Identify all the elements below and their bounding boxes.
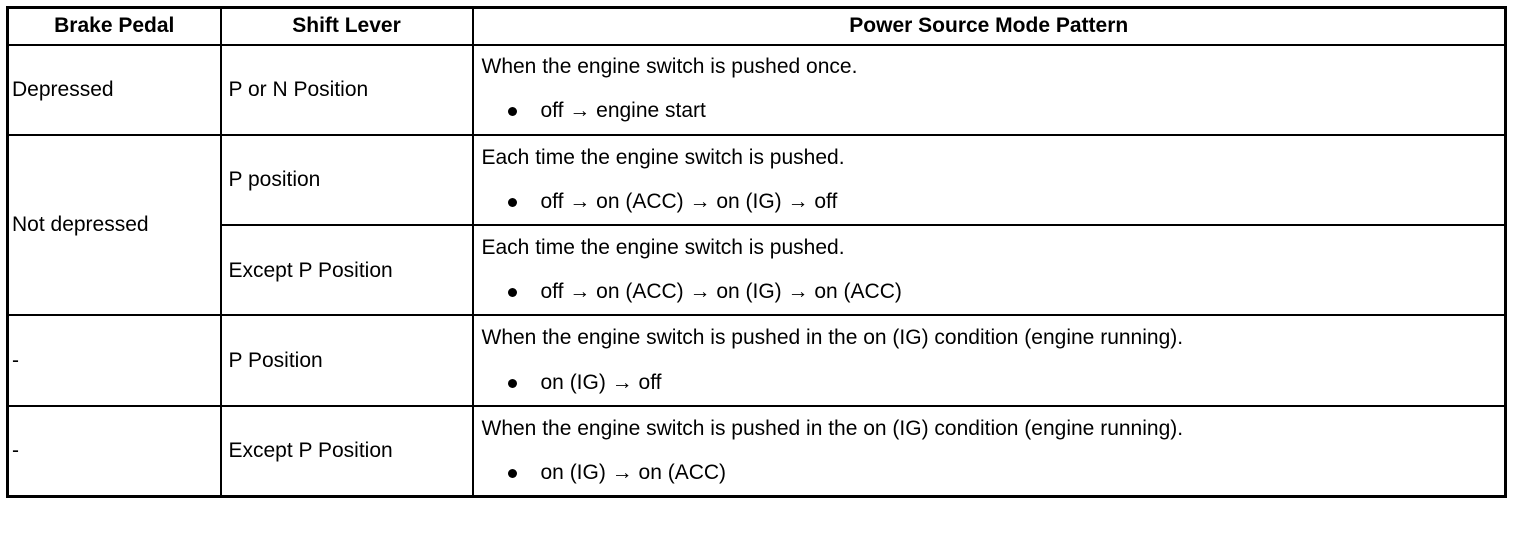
pattern-list-item: off → engine start [482,98,1499,123]
cell-shift-lever: Except P Position [219,223,474,317]
pattern-list: on (IG) → off [482,370,1499,395]
cell-power-source-mode-pattern: When the engine switch is pushed in the … [471,314,1507,407]
cell-shift-lever: P Position [219,314,474,407]
pattern-heading: When the engine switch is pushed once. [481,55,858,79]
pattern-item-text: off → engine start [540,99,706,123]
cell-shift-lever: Except P Position [219,404,474,498]
pattern-heading: When the engine switch is pushed in the … [481,416,1184,440]
pattern-item-text: on (IG) → on (ACC) [540,461,727,485]
cell-brake-pedal: - [6,314,222,407]
header-power-source-mode-pattern: Power Source Mode Pattern [471,6,1507,47]
pattern-list-item: off → on (ACC) → on (IG) → off [482,189,1499,214]
bullet-icon [507,469,517,479]
pattern-content: Each time the engine switch is pushed. o… [474,136,1505,224]
pattern-content: When the engine switch is pushed in the … [474,316,1505,404]
cell-brake-pedal: Not depressed [6,133,222,317]
cell-shift-lever: P or N Position [219,44,474,136]
table-row: - P Position When the engine switch is p… [6,314,1507,407]
cell-power-source-mode-pattern: Each time the engine switch is pushed. o… [471,223,1507,317]
cell-power-source-mode-pattern: Each time the engine switch is pushed. o… [471,133,1507,226]
header-brake-pedal: Brake Pedal [6,6,222,47]
pattern-list-item: on (IG) → on (ACC) [482,460,1499,485]
bullet-icon [507,107,517,117]
pattern-item-text: off → on (ACC) → on (IG) → on (ACC) [540,280,902,304]
cell-power-source-mode-pattern: When the engine switch is pushed once. o… [471,44,1507,136]
table-row: Except P Position Each time the engine s… [8,223,1507,317]
pattern-list: off → on (ACC) → on (IG) → on (ACC) [482,279,1499,304]
power-source-mode-table: Brake Pedal Shift Lever Power Source Mod… [6,6,1507,499]
table-body: Depressed P or N Position When the engin… [6,44,1507,498]
cell-brake-pedal: Depressed [6,44,222,136]
pattern-list: on (IG) → on (ACC) [482,460,1499,485]
pattern-heading: Each time the engine switch is pushed. [481,235,845,259]
pattern-content: Each time the engine switch is pushed. o… [474,226,1505,314]
bullet-icon [507,288,517,298]
table-row: Not depressed P position Each time the e… [6,133,1507,317]
pattern-list: off → on (ACC) → on (IG) → off [482,189,1499,214]
cell-shift-lever: P position [219,133,474,226]
bullet-icon [507,378,517,388]
table-row: - Except P Position When the engine swit… [6,404,1507,498]
bullet-icon [507,197,517,207]
pattern-list: off → engine start [482,98,1499,123]
header-shift-lever: Shift Lever [219,6,474,47]
cell-power-source-mode-pattern: When the engine switch is pushed in the … [471,404,1507,498]
table-header-row: Brake Pedal Shift Lever Power Source Mod… [6,6,1507,47]
pattern-content: When the engine switch is pushed in the … [474,407,1505,495]
pattern-list-item: off → on (ACC) → on (IG) → on (ACC) [482,279,1499,304]
pattern-list-item: on (IG) → off [482,370,1499,395]
pattern-item-text: off → on (ACC) → on (IG) → off [540,189,838,213]
table-header: Brake Pedal Shift Lever Power Source Mod… [6,6,1507,47]
table-row: Depressed P or N Position When the engin… [6,44,1507,136]
pattern-heading: Each time the engine switch is pushed. [481,145,845,169]
pattern-item-text: on (IG) → off [540,370,662,394]
pattern-content: When the engine switch is pushed once. o… [474,46,1505,133]
cell-brake-pedal: - [6,404,222,498]
pattern-heading: When the engine switch is pushed in the … [481,326,1184,350]
